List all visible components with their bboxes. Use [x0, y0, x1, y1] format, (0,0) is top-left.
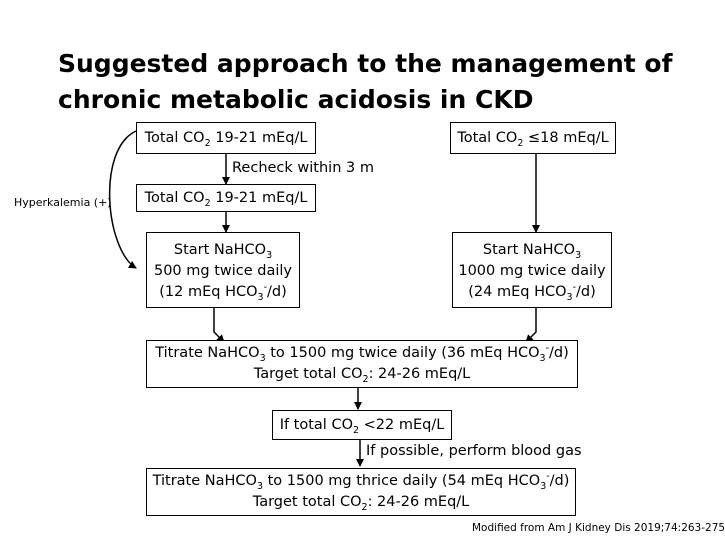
arrow-start500-to-titrate	[213, 308, 225, 343]
page-title: Suggested approach to the management of …	[58, 46, 698, 118]
blood-gas-label: If possible, perform blood gas	[366, 443, 582, 459]
title-line-2: chronic metabolic acidosis in CKD	[58, 85, 534, 114]
arrow-hyperkalemia-bypass	[109, 130, 137, 269]
co2-severe-box: Total CO2 ≤18 mEq/L	[450, 122, 616, 154]
co2-mild-box: Total CO2 19-21 mEq/L	[136, 122, 316, 154]
source-citation: Modified from Am J Kidney Dis 2019;74:26…	[472, 522, 725, 534]
recheck-label: Recheck within 3 m	[232, 160, 374, 176]
co2-confirm-box: Total CO2 19-21 mEq/L	[136, 184, 316, 212]
title-line-1: Suggested approach to the management of	[58, 49, 673, 78]
if-low-box: If total CO2 <22 mEq/L	[272, 410, 452, 440]
titrate-twice-box: Titrate NaHCO3 to 1500 mg twice daily (3…	[146, 340, 578, 388]
titrate-thrice-box: Titrate NaHCO3 to 1500 mg thrice daily (…	[146, 468, 576, 516]
start-500-box: Start NaHCO3 500 mg twice daily (12 mEq …	[146, 232, 300, 308]
arrow-start1000-to-titrate	[525, 308, 537, 343]
hyperkalemia-label: Hyperkalemia (+)	[14, 196, 112, 209]
start-1000-box: Start NaHCO3 1000 mg twice daily (24 mEq…	[452, 232, 612, 308]
